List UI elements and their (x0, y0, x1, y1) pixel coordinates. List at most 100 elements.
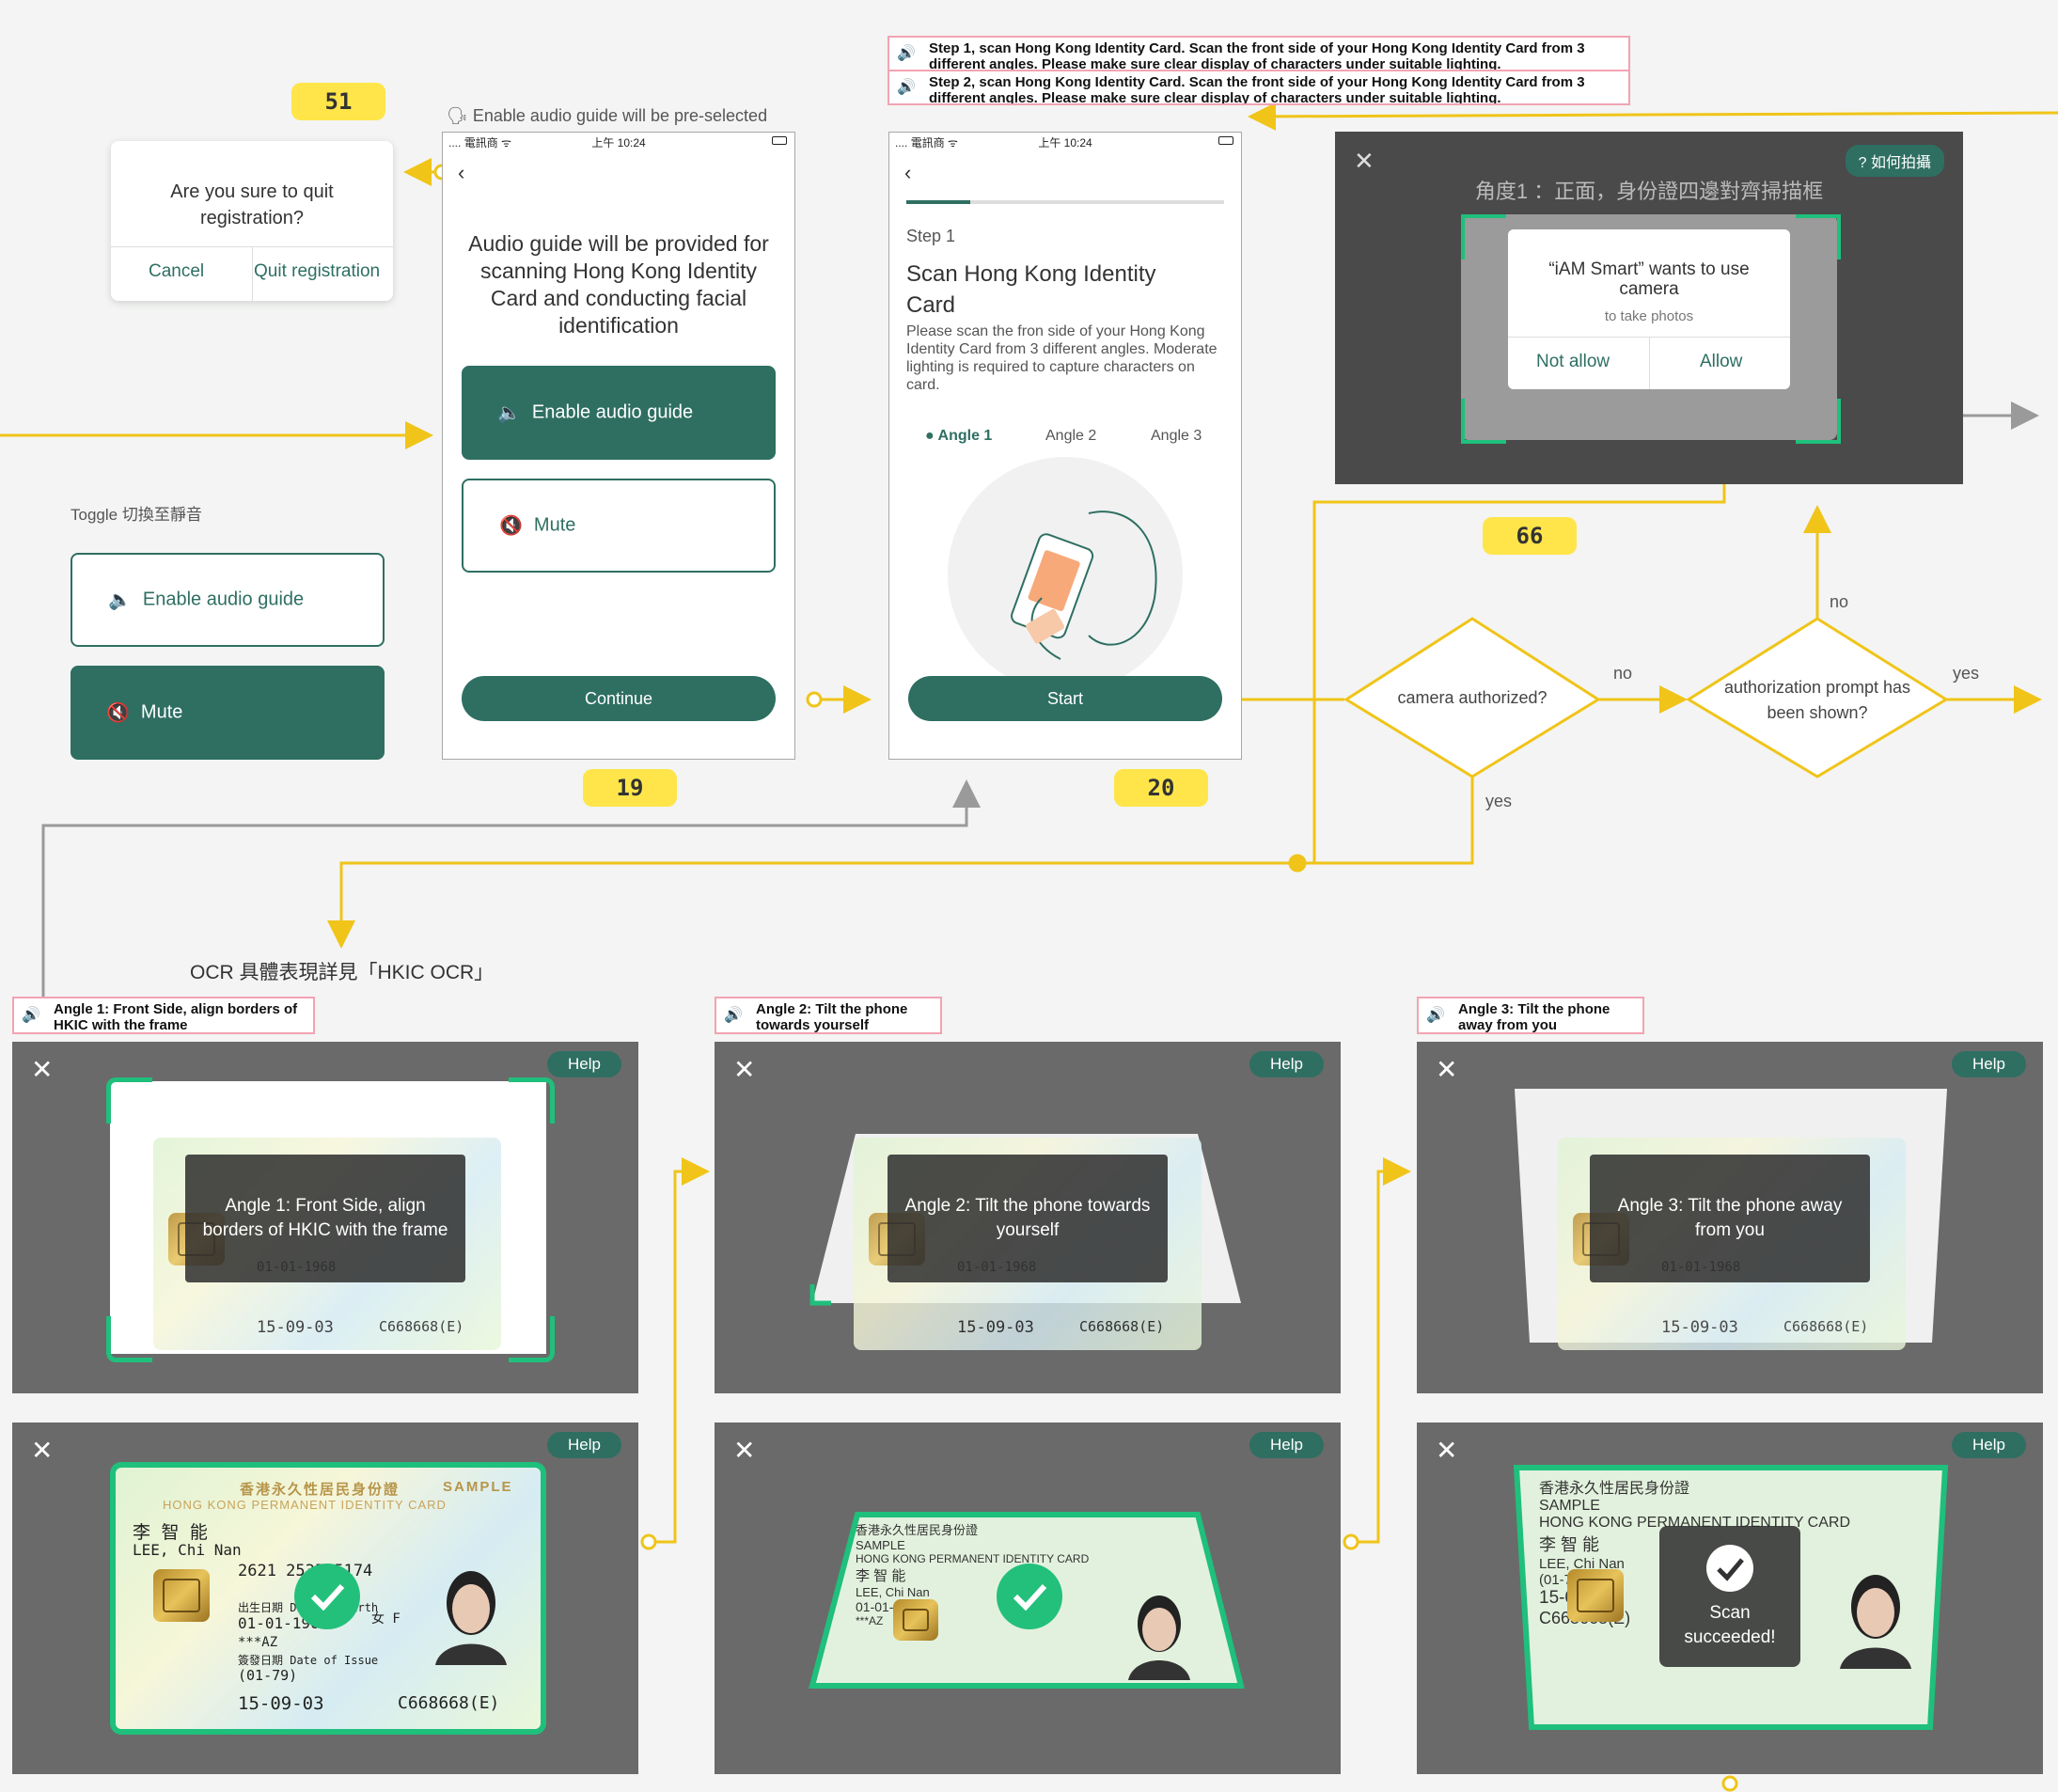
step-label: Step 1 (906, 227, 956, 245)
frame-corner (106, 1316, 152, 1362)
mute-button[interactable]: 🔇 Mute (71, 666, 385, 760)
phone-screen-audio-guide: .... 電訊商 ᯤ 上午 10:24 ‹ Audio guide will b… (442, 132, 795, 760)
help-button[interactable]: Help (1952, 1051, 2026, 1077)
enable-audio-guide-label: Enable audio guide (531, 401, 694, 423)
decision-prompt-shown: authorization prompt has been shown? (1723, 678, 1911, 722)
help-button[interactable]: ? 如何拍攝 (1845, 145, 1944, 177)
enable-audio-guide-button[interactable]: 🔈 Enable audio guide (71, 553, 385, 647)
back-icon[interactable]: ‹ (904, 161, 912, 184)
frame-corner (1796, 214, 1841, 259)
quit-registration-button[interactable]: Quit registration (254, 261, 381, 281)
enable-audio-guide-label: Enable audio guide (142, 589, 305, 610)
speaker-icon: 🔊 (724, 1007, 743, 1024)
audio-note-angle1: 🔊Angle 1: Front Side, align borders of H… (12, 997, 315, 1034)
scan-instruction: Angle 1: Front Side, align borders of HK… (185, 1155, 465, 1282)
checkmark-circle-icon (1706, 1545, 1753, 1592)
scan-illustration (948, 457, 1183, 692)
mute-icon: 🔇 (106, 702, 130, 724)
flow-label-yes: yes (1953, 664, 1980, 683)
camera-permission-screen: ✕ ? 如何拍攝 角度1 ：正面，身份證四邊對齊掃描框 “iAM Smart” … (1335, 132, 1963, 484)
camera-heading: 角度1 ：正面，身份證四邊對齊掃描框 (1474, 180, 1824, 203)
help-button[interactable]: Help (547, 1051, 621, 1077)
checkmark-icon (294, 1564, 360, 1629)
progress-bar (906, 200, 1224, 204)
mute-label: Mute (533, 514, 576, 536)
scan-screen-angle3: ✕ Help 01-01-1968 15-09-03 C668668(E) An… (1417, 1042, 2043, 1393)
progress-fill (906, 200, 970, 204)
continue-button[interactable]: Continue (462, 676, 776, 721)
scan-success-angle2: ✕ Help 香港永久性居民身份證 SAMPLE HONG KONG PERMA… (715, 1423, 1341, 1774)
portrait-photo (435, 1571, 507, 1665)
cancel-button[interactable]: Cancel (149, 261, 205, 281)
screen-number-badge: 19 (583, 769, 677, 807)
enable-audio-guide-button[interactable]: 🔈 Enable audio guide (462, 366, 776, 460)
frame-corner (106, 1077, 152, 1124)
help-button[interactable]: Help (1952, 1432, 2026, 1458)
scan-success-toast: Scan succeeded! (1659, 1526, 1800, 1667)
page-title: Scan Hong Kong Identity Card (906, 261, 1156, 318)
scan-success-angle3: ✕ Help 香港永久性居民身份證 SAMPLE HONG KONG PERMA… (1417, 1423, 2043, 1774)
scan-screen-angle1: ✕ Help 01-01-1968 15-09-03 C668668(E) An… (12, 1042, 638, 1393)
status-bar: .... 電訊商 ᯤ 上午 10:24 (443, 133, 794, 149)
frame-corner (1461, 214, 1506, 259)
decision-camera-authorized: camera authorized? (1397, 688, 1547, 707)
help-button[interactable]: Help (547, 1432, 621, 1458)
scan-success-label: Scan succeeded! (1684, 1603, 1776, 1647)
checkmark-icon (997, 1564, 1062, 1629)
close-icon[interactable]: ✕ (733, 1055, 756, 1084)
close-icon[interactable]: ✕ (1436, 1436, 1458, 1465)
quit-dialog: Are you sure to quit registration? Cance… (111, 141, 393, 301)
not-allow-button[interactable]: Not allow (1536, 352, 1610, 371)
close-icon[interactable]: ✕ (1436, 1055, 1458, 1084)
portrait-photo (1840, 1575, 1911, 1669)
instructions: Please scan the fron side of your Hong K… (906, 323, 1218, 393)
quit-dialog-text: Are you sure to quit registration? (170, 181, 334, 228)
angle-tab-1: ● Angle 1 (925, 428, 993, 444)
flow-label-no: no (1613, 664, 1633, 683)
speaker-icon: 🔈 (108, 589, 132, 611)
preselect-note: 🗣 Enable audio guide will be pre-selecte… (447, 106, 768, 125)
speaker-icon: 🔊 (897, 45, 916, 62)
question-icon: ? (1858, 155, 1867, 171)
allow-button[interactable]: Allow (1700, 352, 1743, 371)
toggle-note: Toggle 切換至靜音 (71, 506, 202, 524)
start-button[interactable]: Start (908, 676, 1222, 721)
id-card-image: 香港永久性居民身份證 SAMPLE HONG KONG PERMANENT ID… (856, 1520, 1203, 1680)
help-button[interactable]: Help (1249, 1432, 1324, 1458)
audio-note-angle2: 🔊Angle 2: Tilt the phone towards yoursel… (715, 997, 942, 1034)
mute-button[interactable]: 🔇 Mute (462, 479, 776, 573)
flow-label-yes: yes (1485, 792, 1513, 810)
divider (252, 246, 253, 301)
page-title: Audio guide will be provided for scannin… (468, 231, 769, 338)
frame-corner (1461, 399, 1506, 444)
dialog-title: “iAM Smart” wants to use camera (1548, 259, 1750, 299)
close-icon[interactable]: ✕ (733, 1436, 756, 1465)
screen-number-badge: 20 (1114, 769, 1208, 807)
dialog-subtitle: to take photos (1604, 308, 1694, 324)
speaker-icon: 🔊 (22, 1007, 40, 1024)
id-card-image: 香港永久性居民身份證 SAMPLE HONG KONG PERMANENT ID… (1539, 1475, 1924, 1720)
id-card-image: 香港永久性居民身份證 SAMPLE HONG KONG PERMANENT ID… (110, 1462, 546, 1735)
divider (1649, 337, 1650, 389)
scan-instruction: Angle 3: Tilt the phone away from you (1590, 1155, 1870, 1282)
status-bar: .... 電訊商 ᯤ 上午 10:24 (889, 133, 1241, 149)
close-icon[interactable]: ✕ (1354, 147, 1375, 175)
phone-screen-scan-intro: .... 電訊商 ᯤ 上午 10:24 ‹ Step 1 Scan Hong K… (888, 132, 1242, 760)
ocr-note: OCR 具體表現詳見「HKIC OCR」 (190, 962, 495, 983)
help-button[interactable]: Help (1249, 1051, 1324, 1077)
mute-label: Mute (140, 701, 183, 723)
audio-note-angle3: 🔊Angle 3: Tilt the phone away from you (1417, 997, 1644, 1034)
back-icon[interactable]: ‹ (458, 161, 465, 184)
screen-number-badge: 66 (1483, 517, 1577, 555)
close-icon[interactable]: ✕ (31, 1055, 54, 1084)
frame-corner (509, 1077, 555, 1124)
speaker-icon: 🔊 (1426, 1007, 1445, 1024)
frame-corner (1796, 399, 1841, 444)
close-icon[interactable]: ✕ (31, 1436, 54, 1465)
scan-success-angle1: ✕ Help 香港永久性居民身份證 SAMPLE HONG KONG PERMA… (12, 1423, 638, 1774)
mute-icon: 🔇 (499, 515, 523, 537)
portrait-photo (1128, 1596, 1190, 1680)
scan-screen-angle2: ✕ Help 01-01-1968 15-09-03 C668668(E) An… (715, 1042, 1341, 1393)
scan-instruction: Angle 2: Tilt the phone towards yourself (888, 1155, 1168, 1282)
audio-note-step1: 🔊 Step 1, scan Hong Kong Identity Card. … (888, 36, 1630, 71)
